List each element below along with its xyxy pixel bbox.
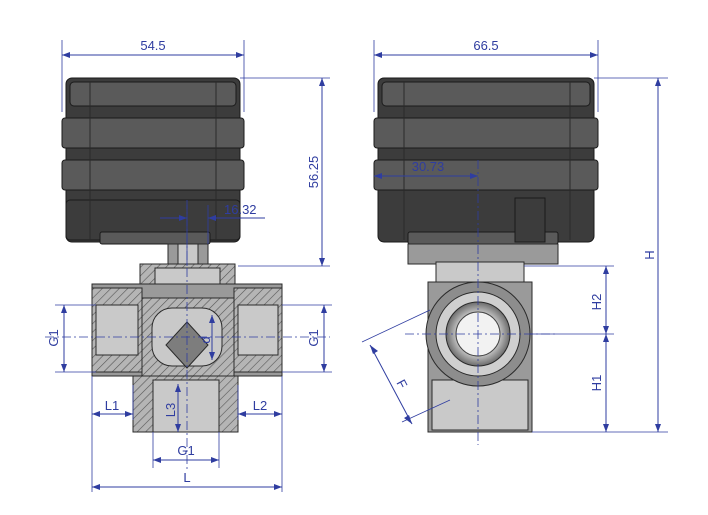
dim-actuator-height: 56.25 [306,156,321,189]
side-valve-body [425,281,533,433]
side-stem [407,243,559,285]
front-actuator [61,77,245,245]
dim-side-width: 66.5 [473,38,498,53]
dim-stem-offset: 16.32 [224,202,257,217]
side-view: 66.5 30.73 H H2 [361,38,668,445]
front-dimensions: 54.5 56.25 16.32 G1 [45,38,332,492]
side-actuator [373,77,599,245]
front-valve-body [91,263,283,433]
dim-bore: d [198,336,213,343]
dim-length: L [183,470,190,485]
dim-h2: H2 [589,294,604,311]
dim-h1: H1 [589,375,604,392]
side-dimensions: 66.5 30.73 H H2 [361,38,668,445]
front-view: 54.5 56.25 16.32 G1 [45,38,332,492]
dim-l2: L2 [253,398,267,413]
front-stem [167,243,209,267]
dim-flats: F [393,377,410,391]
dim-g1-left: G1 [46,329,61,346]
dim-l1: L1 [105,398,119,413]
dim-g1-bottom: G1 [177,443,194,458]
dim-front-width: 54.5 [140,38,165,53]
dim-total-height: H [642,250,657,259]
dim-l3: L3 [163,403,178,417]
dim-center-offset: 30.73 [412,159,445,174]
dim-g1-right: G1 [306,329,321,346]
